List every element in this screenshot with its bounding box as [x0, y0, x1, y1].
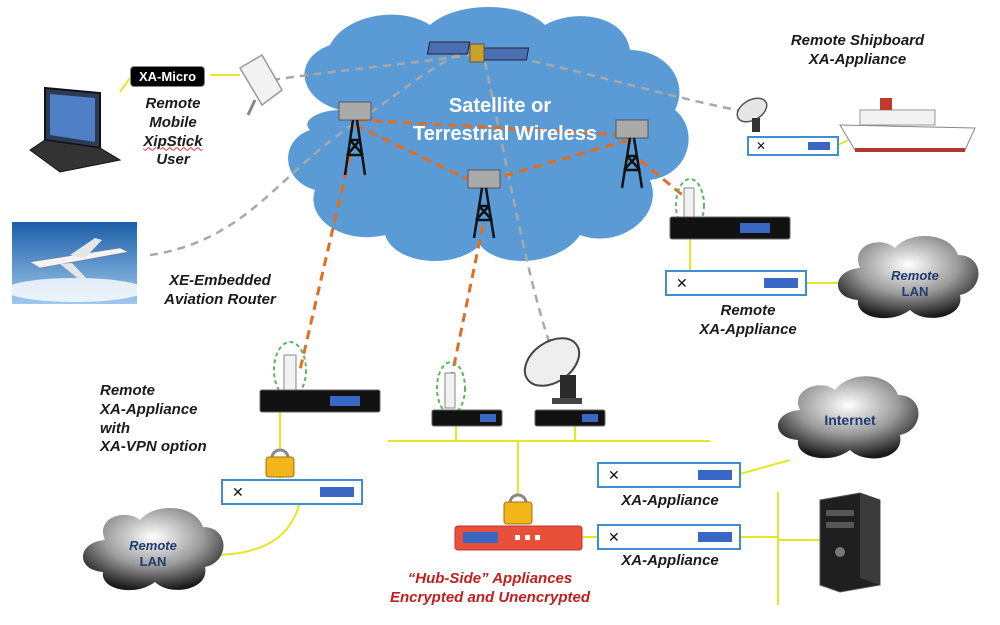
aviation-label: XE-Embedded Aviation Router: [150, 272, 290, 310]
tower-icon: [338, 101, 649, 239]
xa-micro-tag: XA-Micro: [130, 66, 206, 87]
cloud-title-line2: Terrestrial Wireless: [413, 123, 597, 145]
svg-text:✕: ✕: [608, 530, 620, 546]
satellite-cloud: [288, 6, 689, 262]
airplane-image: [5, 222, 145, 304]
svg-text:✕: ✕: [676, 276, 688, 292]
shipboard-label: Remote Shipboard XA-Appliance: [765, 32, 950, 70]
lan-links: [211, 139, 858, 605]
remote-vpn-line: XA-VPN option: [100, 438, 207, 456]
remote-lan-left-line: Remote: [129, 538, 177, 553]
remote-lan-left-label: Remote LAN: [113, 538, 193, 571]
remote-vpn-line: with: [100, 419, 130, 437]
shipboard-line: Remote Shipboard: [790, 32, 925, 49]
wireless-links: [149, 48, 749, 351]
remote-xa-right-line: XA-Appliance: [699, 320, 797, 338]
xa-micro-link: [119, 77, 131, 93]
remote-vpn-line: Remote: [100, 382, 156, 399]
laptop-icon: [29, 86, 122, 173]
aviation-line: XE-Embedded: [169, 272, 271, 289]
hub-side-line: “Hub-Side” Appliances: [407, 570, 573, 587]
ship-icon: [839, 98, 976, 152]
remote-mobile-label: Remote Mobile XipStick User: [118, 95, 228, 170]
cloud-title-line1: Satellite or: [449, 95, 551, 117]
internet-cloud: [777, 376, 919, 459]
xa-appliance-label-2: XA-Appliance: [621, 552, 719, 569]
flat-antenna-icon: [238, 53, 283, 116]
large-dish-antenna-icon: [523, 337, 582, 404]
server-icon: [819, 492, 881, 593]
remote-lan-cloud-right: [837, 235, 979, 319]
satellite-icon: [426, 41, 530, 63]
internet-label: Internet: [824, 412, 876, 428]
remote-mobile-line: Remote: [145, 95, 201, 112]
shipboard-line: XA-Appliance: [808, 50, 907, 68]
svg-text:✕: ✕: [756, 139, 766, 153]
lock-icon: [265, 448, 533, 525]
xa-appliance-label-1: XA-Appliance: [621, 492, 719, 509]
svg-text:✕: ✕: [608, 468, 620, 484]
remote-vpn-line: XA-Appliance: [100, 400, 198, 418]
remote-mobile-line: Mobile: [149, 113, 197, 131]
remote-xa-right-label: Remote XA-Appliance: [678, 302, 818, 340]
remote-lan-cloud-left: [82, 507, 224, 591]
svg-text:✕: ✕: [232, 485, 244, 501]
xa-appliance-units: ✕ ✕ ✕ ✕ ✕: [221, 136, 839, 550]
black-appliance: [259, 216, 791, 427]
dish-antenna-icon: [736, 97, 768, 132]
hub-side-caption: “Hub-Side” Appliances Encrypted and Unen…: [360, 570, 620, 608]
remote-mobile-line: User: [156, 151, 190, 169]
hub-appliance: [454, 525, 583, 551]
aviation-line: Aviation Router: [164, 290, 276, 308]
remote-lan-right-label: Remote LAN: [875, 268, 955, 301]
remote-xa-right-line: Remote: [720, 302, 776, 319]
hub-side-line: Encrypted and Unencrypted: [389, 588, 591, 606]
remote-lan-right-line: LAN: [901, 284, 929, 300]
remote-vpn-label: Remote XA-Appliance with XA-VPN option: [100, 382, 250, 457]
remote-lan-left-line: LAN: [139, 554, 167, 570]
remote-lan-right-line: Remote: [891, 268, 939, 283]
remote-mobile-line: XipStick: [143, 132, 203, 150]
